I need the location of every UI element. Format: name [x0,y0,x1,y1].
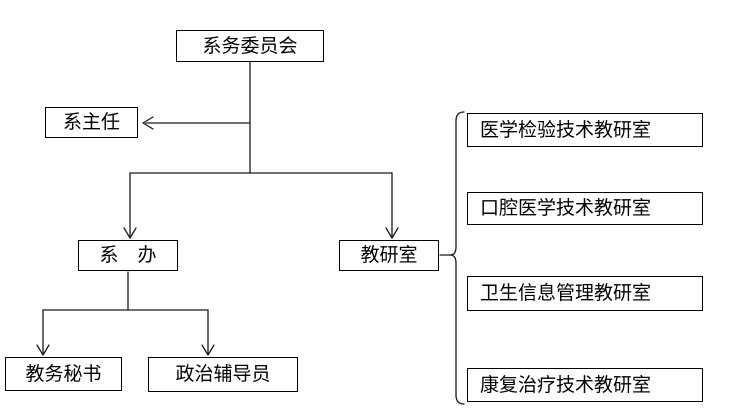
arrowhead-secretary [36,344,50,356]
arrowhead-director [142,116,154,130]
node-counselor: 政治辅导员 [148,357,298,392]
node-secretary-label: 教务秘书 [25,363,102,385]
node-office: 系 办 [78,240,178,271]
node-room-oral-medicine-label: 口腔医学技术教研室 [480,198,652,219]
node-director: 系主任 [45,107,138,138]
node-counselor-label: 政治辅导员 [175,364,271,385]
arrowhead-teaching [385,227,399,239]
node-secretary: 教务秘书 [5,357,122,391]
arrowhead-counselor [201,344,215,356]
node-teaching-research-label: 教研室 [360,245,418,266]
node-committee: 系务委员会 [176,30,324,62]
node-teaching-research: 教研室 [339,240,439,271]
node-director-label: 系主任 [62,112,120,133]
node-room-health-info: 卫生信息管理教研室 [467,276,703,311]
node-room-oral-medicine: 口腔医学技术教研室 [467,192,703,225]
node-room-health-info-label: 卫生信息管理教研室 [480,283,652,304]
node-committee-label: 系务委员会 [202,35,298,57]
node-room-medical-lab: 医学检验技术教研室 [467,113,703,147]
node-room-rehab-therapy-label: 康复治疗技术教研室 [480,374,652,396]
node-room-rehab-therapy: 康复治疗技术教研室 [467,368,703,402]
arrowhead-office [123,227,137,239]
node-office-label: 系 办 [99,245,157,266]
node-room-medical-lab-label: 医学检验技术教研室 [480,119,652,141]
brace-rooms [449,111,465,405]
